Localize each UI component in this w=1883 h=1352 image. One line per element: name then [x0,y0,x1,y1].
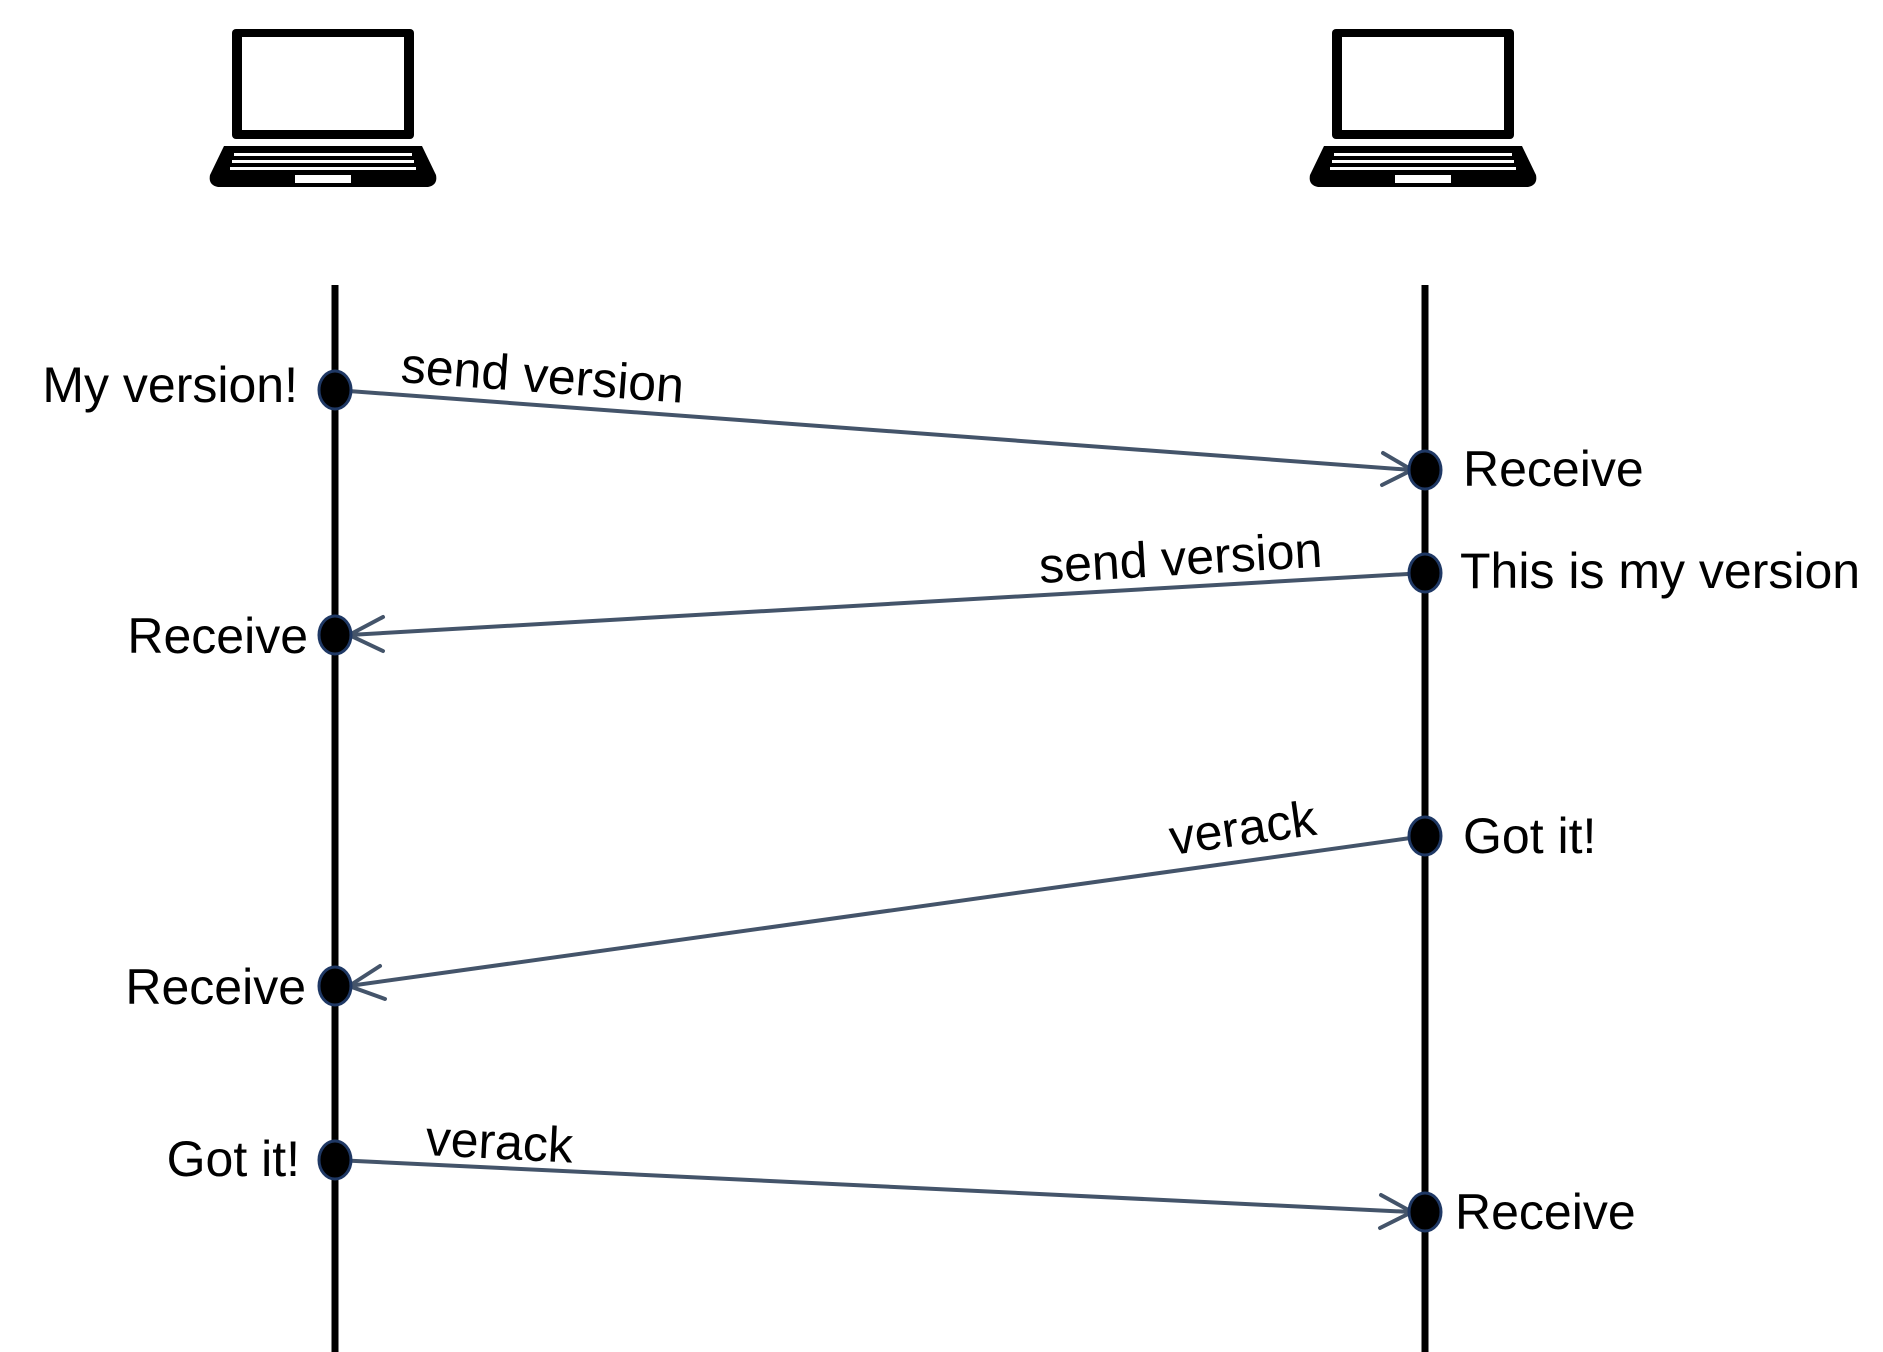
right-event-label: Got it! [1463,808,1596,864]
left-event-label: Got it! [167,1131,300,1187]
laptop-icon [1309,29,1537,187]
right-event-label: Receive [1463,441,1644,497]
message-arrow [348,571,1426,637]
event-dot [1407,552,1443,594]
left-event-label: Receive [125,959,306,1015]
laptop-icon [209,29,437,187]
event-dot [1407,449,1443,491]
right-event-label: Receive [1455,1184,1636,1240]
right-event-label: This is my version [1460,543,1860,599]
event-dot [317,965,353,1007]
message-arrow [334,388,1413,472]
event-dot [317,369,353,411]
event-dot [317,1139,353,1181]
left-event-label: Receive [127,608,308,664]
left-event-label: My version! [42,357,298,413]
event-dot [317,614,353,656]
event-dot [1407,1191,1443,1233]
event-dot [1407,815,1443,857]
message-label: send version [399,337,686,414]
message-arrow [348,834,1426,988]
message-label: verack [424,1110,575,1174]
message-arrow [334,1158,1413,1214]
